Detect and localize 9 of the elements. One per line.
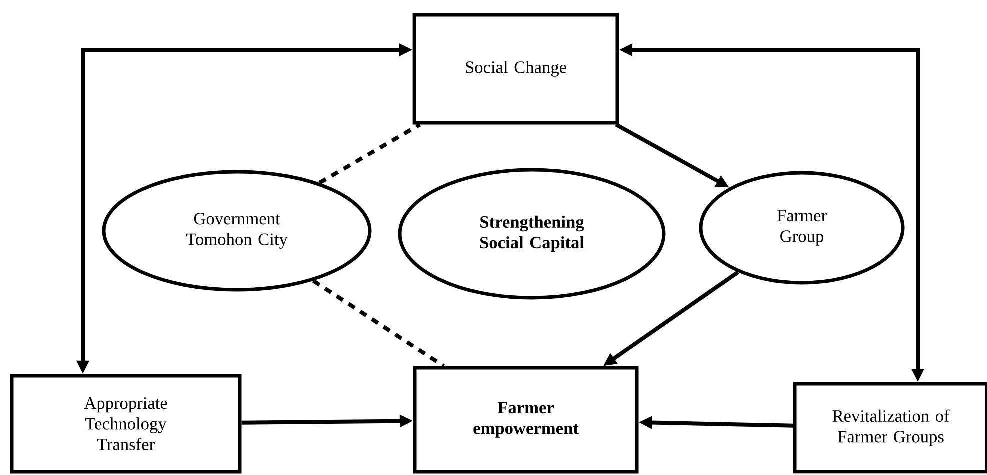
process-box: Social Change (412, 13, 620, 125)
dotted-line (318, 123, 422, 185)
ellipse-node: Farmer Group (699, 171, 905, 285)
ellipse-node: Government Tomohon City (102, 170, 372, 292)
process-box: Appropriate Technology Transfer (10, 374, 242, 474)
dotted-line (312, 279, 445, 368)
process-box: Revitalization of Farmer Groups (793, 382, 987, 474)
process-box: Farmer empowerment (413, 366, 639, 474)
ellipse-node: Strengthening Social Capital (398, 168, 666, 300)
